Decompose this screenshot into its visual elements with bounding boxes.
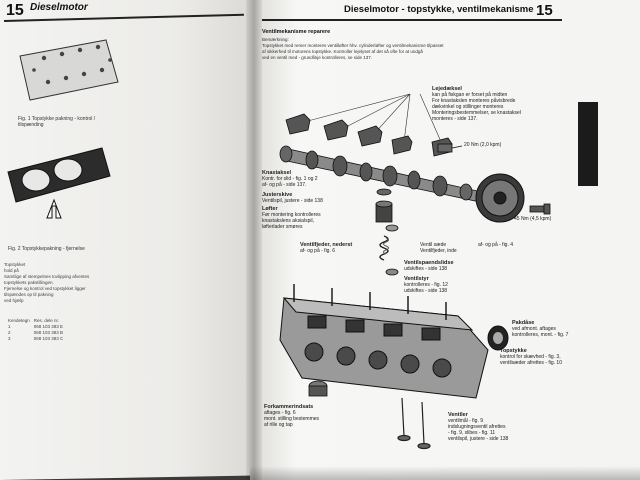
label-line: indslugningsventil afrettes [448, 424, 506, 430]
label-line: mont. stilling bestemmes [264, 416, 320, 422]
chapter-tab-marker [578, 102, 598, 186]
label-line: Ventil sæde [420, 242, 447, 248]
table-header-row: Kendetegn Res. dele nr. [4, 318, 67, 324]
label-topstykke: Topstykke kontrol for skævhed - fig. 3, … [500, 348, 596, 366]
table-header-cell: Kendetegn [8, 318, 30, 323]
fig2-caption: Fig. 2 Topstykkepakning - fjernelse [8, 246, 85, 252]
label-title: Pakdåse [512, 320, 535, 326]
parts-table: Kendetegn Res. dele nr. 1 068 103 383 E … [4, 318, 67, 342]
fig1-caption: Fig. 1 Topstykke pakning - kontrol / til… [18, 116, 96, 128]
label-title: Forkammerindsats [264, 404, 314, 410]
label-ventilspaendslidse: Ventilspaendslidse udskiftes - side 138 [404, 260, 514, 272]
table-header-cell: Res. dele nr. [33, 318, 60, 323]
left-body-text: Topstykket hold på Samtlige af stempelne… [4, 262, 114, 304]
label-line: ved afmont. aftages [512, 326, 556, 332]
label-line: knastakslens aksialspil, [262, 218, 314, 224]
label-line: ventilsæder afrettes - fig. 10 [500, 360, 562, 366]
label-justerskive: Justerskive Ventilspil, justere - side 1… [262, 192, 382, 204]
label-line: aftages - fig. 6 [264, 410, 296, 416]
label-loefter: Løfter Før montering kontrolleres knasta… [262, 206, 382, 230]
label-lejedaeksel: Lejedæksel kan på fiskgan er forset på m… [432, 86, 582, 122]
table-cell: 3 [8, 336, 11, 341]
table-cell: 068 103 383 B [33, 330, 64, 335]
gasket-plate-illustration [19, 39, 119, 101]
label-line: - fig. 9, slibes - fig. 11 [448, 430, 496, 436]
left-page-number: 15 [6, 2, 24, 19]
label-line: Monteringsbestemmelser, se knastaksel [432, 110, 521, 116]
label-line: For knastakslen monteres påvisbrede [432, 98, 516, 104]
intro-line: af sikkerhed til motorens topstykke. Kon… [262, 49, 423, 54]
label-line: kontrolleres - fig. 12 [404, 282, 448, 288]
right-page [250, 0, 640, 480]
label-torque-45nm: 45 Nm (4,5 kpm) [514, 216, 552, 222]
label-line: Kontr. for slid - fig. 1 og 2 [262, 176, 318, 182]
label-line: Før montering kontrolleres [262, 212, 321, 218]
label-title: Ventilstyr [404, 276, 429, 282]
label-title: Knastaksel [262, 170, 292, 176]
left-chapter-title: Dieselmotor [30, 2, 88, 13]
label-line: kontrolleres, mont. - fig. 7 [512, 332, 569, 338]
label-line: kontrol for skævhed - fig. 3, [500, 354, 561, 360]
label-line: Ventilfjeder, inde [420, 248, 457, 254]
label-title: Ventiler [448, 412, 468, 418]
left-text-line: Fjernelse og kontrol ved topstykket ligg… [4, 286, 86, 291]
label-ventiler: Ventiler ventilmål - fig. 9 indslugnings… [448, 412, 558, 442]
label-line: kan på fiskgan er forset på midten [432, 92, 508, 98]
label-line: løfterlader smøres [262, 224, 303, 230]
label-title: Lejedæksel [432, 86, 462, 92]
label-line: ventilspil, justere - side 138 [448, 436, 509, 442]
left-text-line: Topstykket [4, 262, 26, 267]
label-title: Ventilfjeder, nederst [300, 242, 353, 248]
exploded-view-diagram [279, 93, 551, 450]
label-torque-20nm: 20 Nm (2,0 kpm) [464, 142, 502, 148]
right-page-title: Dieselmotor - topstykke, ventilmekanisme [344, 4, 534, 15]
left-text-line: ved hjælp [4, 298, 24, 303]
left-text-line: hold på [4, 268, 19, 273]
label-line: udskiftes - side 138 [404, 266, 448, 272]
table-cell: 068 103 383 C [33, 336, 64, 341]
label-line: af- og på - fig. 6 [300, 248, 336, 254]
intro-line: Topstykket med remer monteres ventilløft… [262, 43, 444, 48]
table-row: 1 068 103 383 E [4, 324, 67, 330]
right-header-rule [262, 19, 562, 21]
label-title: Ventilspaendslidse [404, 260, 454, 266]
label-forkammerindsats: Forkammerindsats aftages - fig. 6 mont. … [264, 404, 374, 428]
left-text-line: topstykkets pakstillingen. [4, 280, 54, 285]
table-row: 3 068 103 383 C [4, 336, 67, 342]
right-page-number: 15 [536, 2, 553, 19]
label-title: Topstykke [500, 348, 527, 354]
intro-text: Bemærkning: Topstykket med remer montere… [262, 37, 532, 61]
label-line: ventilmål - fig. 9 [448, 418, 484, 424]
intro-line: ved en ventil med - grundlinje kontrolle… [262, 55, 373, 60]
label-knastaksel: Knastaksel Kontr. for slid - fig. 1 og 2… [262, 170, 382, 188]
label-line: af- og på - side 137. [262, 182, 307, 188]
label-title: Justerskive [262, 192, 293, 198]
table-cell: 1 [8, 324, 11, 329]
intro-line: Bemærkning: [262, 37, 289, 42]
book-gutter [246, 0, 262, 480]
section-title: Ventilmekanisme reparere [262, 29, 331, 35]
table-cell: 2 [8, 330, 11, 335]
label-ventilfjeder: Ventilfjeder, nederst af- og på - fig. 6 [300, 242, 390, 254]
left-text-line: tilspændes op til pakning [4, 292, 54, 297]
label-title: Løfter [262, 206, 278, 212]
label-line: af rille og tap [264, 422, 293, 428]
label-af-paa: af- og på - fig. 4 [478, 242, 514, 248]
gasket-illustration [7, 147, 111, 219]
label-line: udskiftes - side 138 [404, 288, 448, 294]
table-row: 2 068 103 383 B [4, 330, 67, 336]
label-pakdaase: Pakdåse ved afmont. aftages kontrolleres… [512, 320, 592, 338]
label-ventilstyr: Ventilstyr kontrolleres - fig. 12 udskif… [404, 276, 514, 294]
left-text-line: Samtlige af stempelnes tovlipping afvent… [4, 274, 90, 279]
page-bottom-shadow [250, 466, 640, 480]
label-ventilsaede: Ventil sæde Ventilfjeder, inde [420, 242, 480, 254]
label-line: monteres - side 137. [432, 116, 478, 122]
table-cell: 068 103 383 E [33, 324, 64, 329]
label-line: dækvinkel og stillinger monteres [432, 104, 504, 110]
label-line: Ventilspil, justere - side 138 [262, 198, 323, 204]
